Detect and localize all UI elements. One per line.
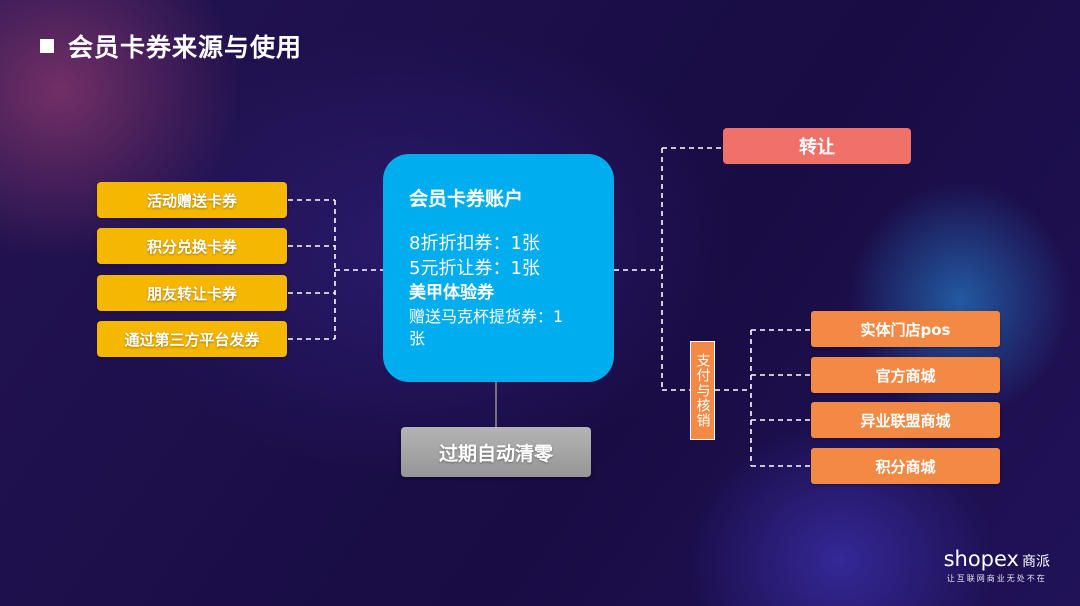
transfer-box: 转让 [723,128,911,164]
source-activity-gift: 活动赠送卡券 [97,182,287,218]
account-coupon-discount: 8折折扣券：1张 [409,233,540,254]
page-title-group: 会员卡券来源与使用 [40,28,302,64]
member-coupon-account: 会员卡券账户 8折折扣券：1张 5元折让券：1张 美甲体验券 赠送马克杯提货券：… [383,154,614,382]
account-title: 会员卡券账户 [409,188,524,210]
source-friend-transfer: 朋友转让卡券 [97,275,287,311]
account-coupon-nail: 美甲体验券 [409,283,494,303]
logo-cn: 商派 [1022,554,1050,570]
title-bullet-square [40,39,54,53]
shopex-logo: shopex 商派 让互联网商业无处不在 [944,547,1050,584]
channel-alliance-mall: 异业联盟商城 [811,402,1000,438]
channel-points-mall: 积分商城 [811,448,1000,484]
channel-store-pos: 实体门店pos [811,311,1000,347]
channel-official-mall: 官方商城 [811,357,1000,393]
account-coupon-mug: 赠送马克杯提货券：1 [409,307,564,326]
source-third-party: 通过第三方平台发券 [97,321,287,357]
logo-slogan: 让互联网商业无处不在 [946,574,1047,583]
expire-auto-clear: 过期自动清零 [401,427,591,477]
logo-wordmark: shopex [943,547,1019,571]
source-points-exchange: 积分兑换卡券 [97,228,287,264]
account-coupon-mug-unit: 张 [409,329,426,348]
pay-and-redeem: 支付与核销 [690,341,715,440]
page-title: 会员卡券来源与使用 [68,33,303,62]
account-coupon-cash: 5元折让券：1张 [409,258,540,279]
